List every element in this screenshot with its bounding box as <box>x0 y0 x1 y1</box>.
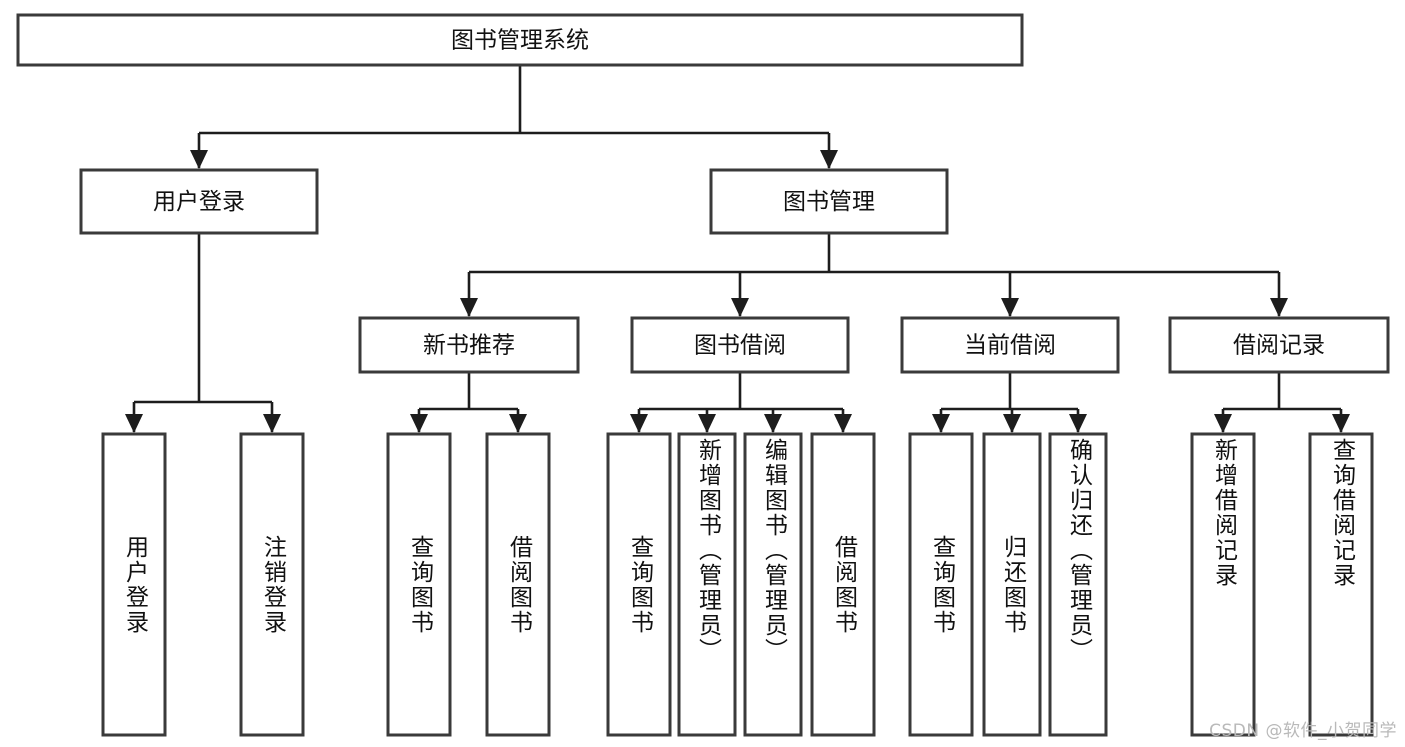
arrow-head-icon <box>410 414 428 433</box>
arrow-head-icon <box>1332 414 1350 433</box>
node-leaf-confirm-return <box>1048 432 1108 737</box>
node-user-login <box>79 168 319 235</box>
node-leaf-user-login <box>101 432 167 737</box>
watermark-text: CSDN @软件_小贺同学 <box>1209 721 1397 741</box>
arrow-head-icon <box>460 298 478 317</box>
node-box-layer <box>16 13 1390 737</box>
connector-layer <box>125 65 1350 433</box>
arrow-head-icon <box>263 414 281 433</box>
node-root-label: 图书管理系统 <box>451 28 589 54</box>
node-leaf-logout <box>239 432 305 737</box>
arrow-head-icon <box>1069 414 1087 433</box>
arrow-head-icon <box>1001 298 1019 317</box>
node-user-login-label: 用户登录 <box>153 189 245 215</box>
node-leaf-edit-book <box>743 432 803 737</box>
node-leaf-query-record <box>1308 432 1374 737</box>
arrow-head-icon <box>834 414 852 433</box>
arrow-head-icon <box>509 414 527 433</box>
node-leaf-query-book-1 <box>386 432 452 737</box>
node-leaf-borrow-book-1 <box>485 432 551 737</box>
arrow-head-icon <box>820 150 838 169</box>
arrow-head-icon <box>1214 414 1232 433</box>
node-borrow-record-label: 借阅记录 <box>1233 333 1325 359</box>
node-book-borrow <box>630 316 850 374</box>
arrow-head-icon <box>190 150 208 169</box>
node-current-borrow <box>900 316 1120 374</box>
node-book-management <box>709 168 949 235</box>
node-book-borrow-label: 图书借阅 <box>694 333 786 359</box>
node-borrow-record <box>1168 316 1390 374</box>
arrow-head-icon <box>698 414 716 433</box>
node-current-borrow-label: 当前借阅 <box>964 333 1056 359</box>
arrow-head-icon <box>630 414 648 433</box>
node-leaf-borrow-book-2 <box>810 432 876 737</box>
arrow-head-icon <box>731 298 749 317</box>
node-leaf-return-book <box>982 432 1042 737</box>
node-book-management-label: 图书管理 <box>783 189 875 215</box>
node-leaf-query-book-3 <box>908 432 974 737</box>
arrow-head-icon <box>932 414 950 433</box>
arrow-head-icon <box>1270 298 1288 317</box>
arrow-head-icon <box>1003 414 1021 433</box>
arrow-head-icon <box>125 414 143 433</box>
node-leaf-query-book-2 <box>606 432 672 737</box>
node-root <box>16 13 1024 67</box>
node-leaf-add-record <box>1190 432 1256 737</box>
node-new-book-recommend <box>358 316 580 374</box>
node-leaf-add-book <box>677 432 737 737</box>
arrow-head-icon <box>764 414 782 433</box>
node-new-book-recommend-label: 新书推荐 <box>423 333 515 359</box>
